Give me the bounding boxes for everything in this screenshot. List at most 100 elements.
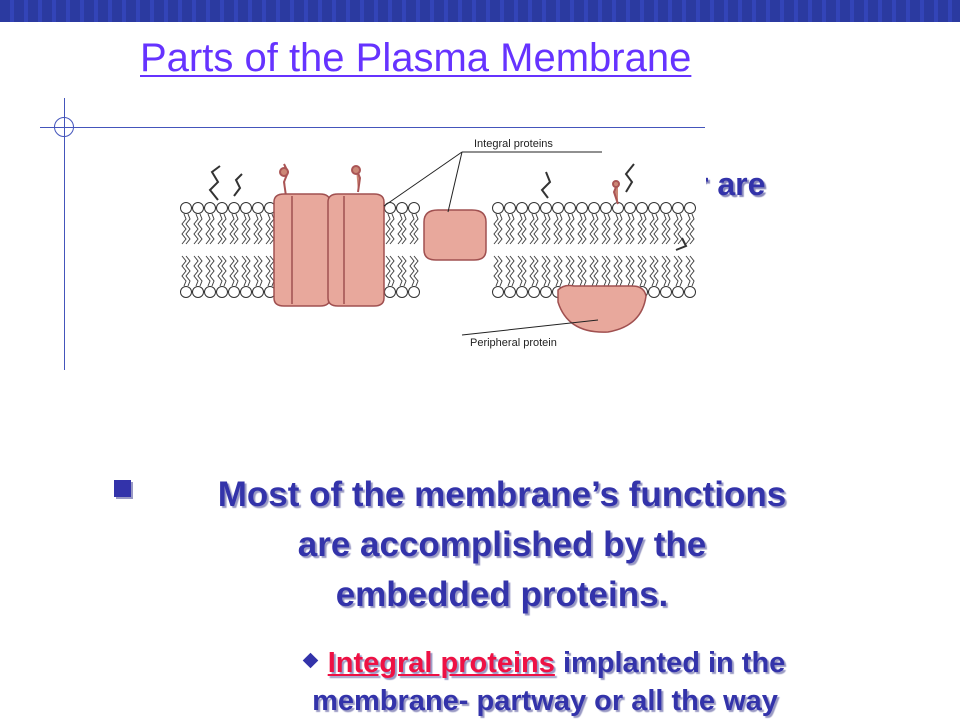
phospholipid-head (240, 286, 252, 298)
lipid-tail (517, 213, 523, 245)
lipid-tail (593, 255, 599, 287)
phospholipid-head (384, 286, 396, 298)
lipid-tail (529, 255, 535, 287)
peripheral-pointer-line (461, 319, 599, 336)
lipid-tail (689, 255, 695, 287)
lipid-tail (553, 213, 559, 245)
lipid-tail (617, 213, 623, 245)
lipid-tail (613, 255, 619, 287)
phospholipid-head (228, 202, 240, 214)
lipid-tail (665, 213, 671, 245)
lipid-tail (529, 213, 535, 245)
label-peripheral-protein: Peripheral protein (470, 337, 557, 349)
lipid-tail (193, 255, 199, 287)
lipid-tail (241, 255, 247, 287)
lipid-tail (641, 255, 647, 287)
key-term: Integral proteins (327, 647, 555, 679)
phospholipid-head (252, 286, 264, 298)
lipid-tail (397, 213, 403, 245)
membrane-diagram: Integral proteins Peripheral protein (178, 130, 706, 355)
bullet-main-line1: Most of the membrane’s functions (217, 475, 787, 514)
glycolipid-chains (208, 163, 688, 251)
phospholipid-head (180, 202, 192, 214)
phospholipid-head (396, 202, 408, 214)
lipid-tail (605, 255, 611, 287)
phospholipid-head (600, 202, 612, 214)
bullet-sub-line1: Integral proteins implanted in the (195, 644, 895, 682)
lipid-tail (613, 213, 619, 245)
bullet-main: Most of the membrane’s functions are acc… (112, 470, 892, 620)
lipid-tail (661, 213, 667, 245)
lipid-tail (413, 213, 419, 245)
phospholipid-head (192, 202, 204, 214)
glycoprotein-chains (279, 163, 620, 205)
lipid-tail (241, 213, 247, 245)
lipid-tail (493, 255, 499, 287)
lipid-tail (545, 255, 551, 287)
lipid-tail (689, 213, 695, 245)
integral-pointer-line-1 (383, 151, 463, 207)
phospholipid-head (564, 202, 576, 214)
lipid-tail (653, 255, 659, 287)
lipid-tail (217, 213, 223, 245)
phospholipid-head (492, 286, 504, 298)
lipid-tail (505, 213, 511, 245)
lipid-tail (245, 255, 251, 287)
lipid-tail (637, 213, 643, 245)
diamond-bullet-icon (302, 652, 318, 669)
phospholipid-head (528, 202, 540, 214)
lipid-tail (665, 255, 671, 287)
lipid-tail (581, 255, 587, 287)
lipid-tail (617, 255, 623, 287)
lipid-tail (553, 255, 559, 287)
phospholipid-head (648, 286, 660, 298)
channel-protein (273, 193, 385, 307)
horizontal-rule (40, 127, 705, 128)
lipid-tail (385, 255, 391, 287)
lipid-tails (181, 213, 695, 287)
lipid-tail (589, 255, 595, 287)
lipid-tail (565, 255, 571, 287)
phospholipid-head (624, 202, 636, 214)
lipid-tail (409, 213, 415, 245)
lipid-tail (625, 255, 631, 287)
lipid-tail (533, 255, 539, 287)
phospholipid-head (672, 286, 684, 298)
lipid-tail (253, 213, 259, 245)
bullet-sub-text: implanted in the (554, 647, 786, 679)
lipid-tail (541, 255, 547, 287)
lipid-tail (509, 255, 515, 287)
phospholipid-head (252, 202, 264, 214)
phospholipid-head (492, 202, 504, 214)
lipid-tail (185, 213, 191, 245)
phospholipid-head (576, 202, 588, 214)
phospholipid-head (216, 286, 228, 298)
integral-pointer-line-2 (447, 151, 463, 213)
lipid-tail (521, 255, 527, 287)
phospholipid-head (204, 286, 216, 298)
phospholipid-head (684, 286, 696, 298)
lipid-tail (385, 213, 391, 245)
lipid-tail (257, 213, 263, 245)
bullet-sub: Integral proteins implanted in the membr… (195, 644, 895, 720)
lipid-tail (625, 213, 631, 245)
phospholipid-head (636, 202, 648, 214)
peripheral-protein-shape (557, 284, 647, 333)
bullet-main-line2: are accomplished by the (297, 525, 707, 564)
crosshair-circle-icon (54, 117, 74, 137)
phospholipid-head (552, 202, 564, 214)
lipid-tail (221, 255, 227, 287)
lipid-tail (257, 255, 263, 287)
lipid-tail (673, 255, 679, 287)
lipid-tail (233, 255, 239, 287)
lipid-tail (569, 255, 575, 287)
lipid-tail (205, 255, 211, 287)
obscured-text-fragment: r are (696, 166, 766, 202)
lipid-tail (193, 213, 199, 245)
lipid-tail (409, 255, 415, 287)
phospholipid-head (216, 202, 228, 214)
lipid-tail (589, 213, 595, 245)
lipid-tail (245, 213, 251, 245)
slide-title: Parts of the Plasma Membrane (140, 36, 692, 80)
lipid-tail (197, 255, 203, 287)
